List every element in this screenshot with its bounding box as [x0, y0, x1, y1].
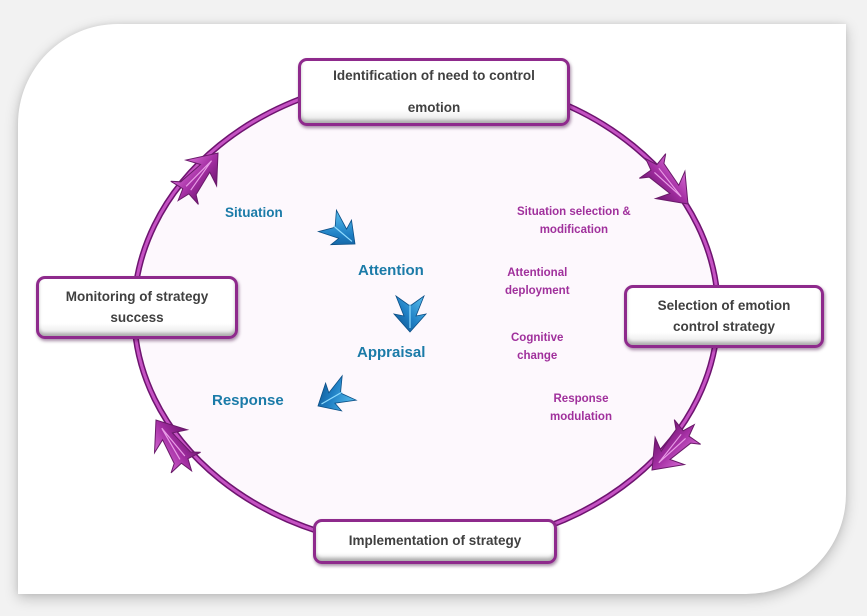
stage-situation: Situation — [225, 205, 283, 220]
node-monitoring: Monitoring of strategy success — [36, 276, 238, 339]
node-implementation-label: Implementation of strategy — [348, 533, 522, 549]
node-selection: Selection of emotion control strategy — [624, 285, 824, 348]
strategy-situation-selection: Situation selection & modification — [517, 206, 631, 237]
node-identification: Identification of need to control emotio… — [298, 58, 570, 126]
node-implementation: Implementation of strategy — [313, 519, 557, 564]
strategy-response-modulation: Response modulation — [550, 393, 612, 424]
stage-attention: Attention — [358, 262, 424, 279]
stage-appraisal: Appraisal — [357, 344, 426, 361]
strategy-cognitive-change: Cognitive change — [511, 332, 564, 363]
node-monitoring-label: Monitoring of strategy success — [65, 288, 209, 325]
node-selection-label: Selection of emotion control strategy — [657, 297, 791, 334]
node-identification-label: Identification of need to control emotio… — [333, 68, 535, 115]
strategy-attentional-deployment: Attentional deployment — [505, 267, 570, 298]
stage-response: Response — [212, 392, 284, 409]
